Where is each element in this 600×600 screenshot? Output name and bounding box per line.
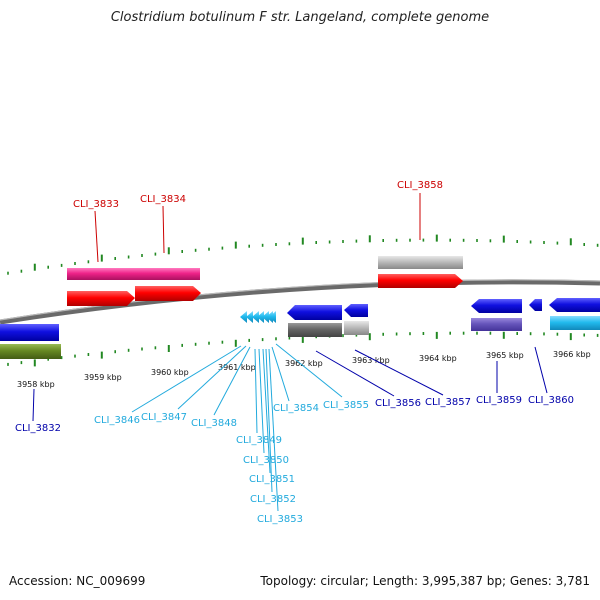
label-cli-3856[interactable]: CLI_3856: [375, 398, 421, 409]
gene-cli-3858[interactable]: [378, 256, 463, 269]
label-cli-3855[interactable]: CLI_3855: [323, 400, 369, 411]
gene-cli-3849[interactable]: [257, 311, 264, 323]
upper-strand-genes: [67, 256, 463, 306]
gene-cli-3858-arrow[interactable]: [378, 274, 463, 288]
genome-stats-text: Topology: circular; Length: 3,995,387 bp…: [260, 574, 590, 588]
gene-cli-3860-feature[interactable]: [550, 316, 600, 330]
gene-cli-3833[interactable]: [67, 268, 200, 280]
gene-cli-3859-feature[interactable]: [471, 318, 522, 331]
lower-strand-genes: [0, 298, 600, 359]
scale-label-3964: 3964 kbp: [419, 354, 457, 363]
scale-label-3961: 3961 kbp: [218, 363, 256, 372]
label-cli-3854[interactable]: CLI_3854: [273, 403, 319, 414]
gene-cli-3859[interactable]: [471, 299, 522, 313]
page-title: Clostridium botulinum F str. Langeland, …: [110, 10, 490, 25]
label-cli-3834[interactable]: CLI_3834: [140, 194, 186, 205]
label-cli-3860[interactable]: CLI_3860: [528, 395, 574, 406]
label-cli-3833[interactable]: CLI_3833: [73, 199, 119, 210]
gene-cli-3833-arrow[interactable]: [67, 291, 135, 306]
scale-label-3959: 3959 kbp: [84, 373, 122, 382]
gene-cli-3850[interactable]: [262, 311, 269, 323]
label-cli-3846[interactable]: CLI_3846: [94, 415, 140, 426]
scale-label-3966: 3966 kbp: [553, 350, 591, 359]
gene-cli-3846[interactable]: [240, 311, 247, 323]
scale-label-3962: 3962 kbp: [285, 359, 323, 368]
tick-marks-top: [7, 234, 599, 275]
gene-cli-3834[interactable]: [135, 286, 201, 301]
label-cli-3847[interactable]: CLI_3847: [141, 412, 187, 423]
gene-cli-3856[interactable]: [288, 323, 342, 337]
accession-text: Accession: NC_009699: [9, 574, 146, 588]
gene-cli-3847[interactable]: [246, 311, 253, 323]
scale-labels: 3958 kbp 3959 kbp 3960 kbp 3961 kbp 3962…: [17, 350, 591, 389]
label-cli-3851[interactable]: CLI_3851: [249, 474, 295, 485]
gene-cli-3852[interactable]: [269, 311, 276, 323]
label-cli-3848[interactable]: CLI_3848: [191, 418, 237, 429]
leader-lines-top: [94, 193, 421, 263]
label-cli-3850[interactable]: CLI_3850: [243, 455, 289, 466]
label-cli-3853[interactable]: CLI_3853: [257, 514, 303, 525]
gene-cli-3832[interactable]: [0, 324, 59, 341]
label-cli-3849[interactable]: CLI_3849: [236, 435, 282, 446]
leader-lines-bottom: [32, 343, 548, 512]
scale-label-3958: 3958 kbp: [17, 380, 55, 389]
gene-cli-3832-feature[interactable]: [0, 344, 61, 359]
genome-backbone: [0, 279, 600, 325]
gene-labels: CLI_3833 CLI_3834 CLI_3858 CLI_3832 CLI_…: [15, 180, 574, 525]
label-cli-3852[interactable]: CLI_3852: [250, 494, 296, 505]
label-cli-3858[interactable]: CLI_3858: [397, 180, 443, 191]
genome-backbone-highlight: [0, 279, 600, 321]
gene-cli-3860-b[interactable]: [549, 298, 600, 312]
gene-cli-3855[interactable]: [344, 304, 368, 317]
label-cli-3857[interactable]: CLI_3857: [425, 397, 471, 408]
gene-cli-3857[interactable]: [344, 321, 369, 335]
gene-cli-3860[interactable]: [529, 299, 542, 311]
tick-marks-bottom: [7, 331, 599, 367]
scale-label-3960: 3960 kbp: [151, 368, 189, 377]
label-cli-3859[interactable]: CLI_3859: [476, 395, 522, 406]
gene-cli-3848[interactable]: [252, 311, 259, 323]
scale-label-3965: 3965 kbp: [486, 351, 524, 360]
scale-label-3963: 3963 kbp: [352, 356, 390, 365]
gene-cli-3854[interactable]: [287, 305, 342, 320]
label-cli-3832[interactable]: CLI_3832: [15, 423, 61, 434]
